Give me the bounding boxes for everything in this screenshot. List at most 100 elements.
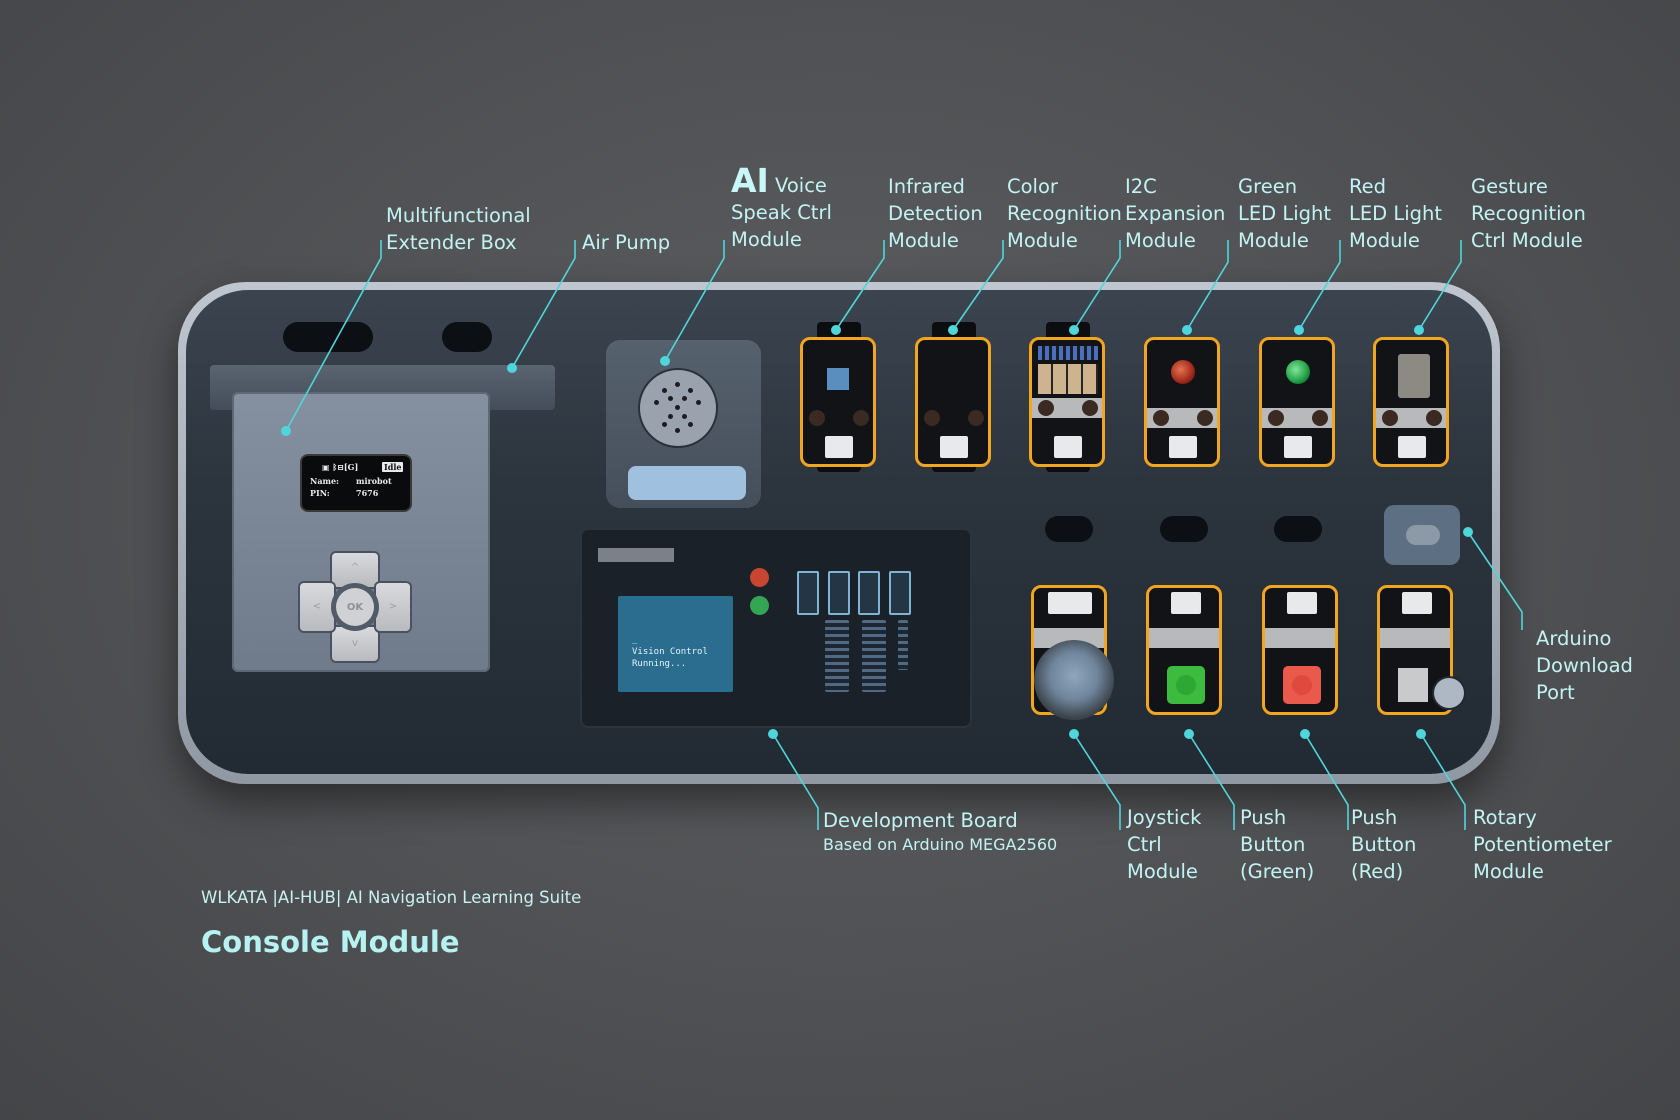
mount-slot bbox=[1160, 516, 1208, 542]
label-line: Multifunctional bbox=[386, 204, 531, 227]
arduino-download-port[interactable] bbox=[1384, 505, 1460, 565]
label-line: Arduino bbox=[1536, 627, 1612, 650]
red-push-button[interactable] bbox=[1283, 666, 1321, 704]
connector bbox=[1402, 592, 1432, 614]
label-line: Port bbox=[1536, 681, 1575, 704]
label-gesture-recognition-ctrl-module: Gesture Recognition Ctrl Module bbox=[1471, 173, 1586, 254]
label-line: (Green) bbox=[1240, 860, 1315, 883]
joystick[interactable] bbox=[1034, 640, 1114, 720]
suite-subtitle: WLKATA |AI-HUB| AI Navigation Learning S… bbox=[201, 888, 582, 907]
label-line: Recognition bbox=[1471, 202, 1586, 225]
color-recognition-module bbox=[915, 337, 991, 467]
ai-emphasis: AI bbox=[731, 161, 769, 200]
label-line: Module bbox=[731, 228, 802, 251]
green-indicator-led bbox=[750, 596, 769, 615]
pin-row bbox=[1038, 346, 1098, 360]
label-line: Potentiometer bbox=[1473, 833, 1612, 856]
red-led-light-module bbox=[1144, 337, 1220, 467]
header-connector bbox=[889, 571, 911, 615]
mount-slot bbox=[1274, 516, 1322, 542]
label-line: Button bbox=[1351, 833, 1417, 856]
label-rotary-potentiometer-module: Rotary Potentiometer Module bbox=[1473, 804, 1612, 885]
label-line: Download bbox=[1536, 654, 1633, 677]
page-title: Console Module bbox=[201, 925, 460, 959]
label-line: Joystick bbox=[1127, 806, 1202, 829]
pin-block bbox=[862, 620, 886, 692]
label-line: Extender Box bbox=[386, 231, 517, 254]
vent-slot bbox=[283, 322, 373, 352]
multifunctional-extender-box bbox=[232, 392, 490, 672]
label-air-pump: Air Pump bbox=[582, 229, 670, 256]
label-line: Module bbox=[1007, 229, 1078, 252]
gesture-recognition-module bbox=[1373, 337, 1449, 467]
label-line: Module bbox=[1127, 860, 1198, 883]
mount-slot bbox=[1045, 516, 1093, 542]
i2c-expansion-module bbox=[1029, 337, 1105, 467]
gesture-sensor-chip bbox=[1398, 354, 1430, 398]
green-led bbox=[1286, 360, 1310, 384]
label-line: Development Board bbox=[823, 809, 1018, 832]
connector bbox=[1287, 592, 1317, 614]
label-line: Button bbox=[1240, 833, 1306, 856]
oled-name-value: mirobot bbox=[356, 476, 392, 486]
label-line: Module bbox=[1473, 860, 1544, 883]
dpad-right-button[interactable]: > bbox=[376, 583, 410, 631]
oled-display: ▣ ᛒ⊟[G] Idle Name: mirobot PIN: 7676 bbox=[302, 456, 410, 510]
label-red-led-light-module: Red LED Light Module bbox=[1349, 173, 1442, 254]
oled-name-label: Name: bbox=[310, 476, 340, 486]
label-line: Detection bbox=[888, 202, 983, 225]
label-line: Gesture bbox=[1471, 175, 1548, 198]
connector-row bbox=[1038, 364, 1098, 394]
green-push-button[interactable] bbox=[1167, 666, 1205, 704]
label-line: Module bbox=[1125, 229, 1196, 252]
label-line: Expansion bbox=[1125, 202, 1226, 225]
label-line: Ctrl bbox=[1127, 833, 1162, 856]
dpad-down-button[interactable]: v bbox=[332, 627, 378, 661]
label-joystick-ctrl-module: Joystick Ctrl Module bbox=[1127, 804, 1201, 885]
dpad[interactable]: ^ v < > OK bbox=[300, 553, 410, 661]
label-line: Module bbox=[1349, 229, 1420, 252]
green-led-light-module bbox=[1259, 337, 1335, 467]
label-color-recognition-module: Color Recognition Module bbox=[1007, 173, 1122, 254]
push-button-red-module bbox=[1262, 585, 1338, 715]
lcd-screen: _ Vision Control Running... bbox=[618, 596, 733, 692]
label-line: Air Pump bbox=[582, 231, 671, 254]
header-connector bbox=[858, 571, 880, 615]
dpad-left-button[interactable]: < bbox=[300, 583, 334, 631]
header-connector bbox=[797, 571, 819, 615]
label-push-button-green: Push Button (Green) bbox=[1240, 804, 1314, 885]
label-line: Module bbox=[888, 229, 959, 252]
label-line: Push bbox=[1240, 806, 1287, 829]
oled-pin-value: 7676 bbox=[356, 488, 379, 498]
speaker-grille-icon bbox=[640, 370, 716, 446]
label-infrared-detection-module: Infrared Detection Module bbox=[888, 173, 983, 254]
label-line: Voice bbox=[775, 174, 827, 197]
connector bbox=[1171, 592, 1201, 614]
label-i2c-expansion-module: I2C Expansion Module bbox=[1125, 173, 1225, 254]
label-line: Module bbox=[1238, 229, 1309, 252]
voice-module-base bbox=[628, 466, 746, 500]
label-ai-voice-speak-ctrl-module: AI Voice Speak Ctrl Module bbox=[731, 164, 832, 253]
label-line: Infrared bbox=[888, 175, 965, 198]
lcd-text: _ Vision Control Running... bbox=[632, 635, 708, 669]
label-line: Speak Ctrl bbox=[731, 201, 832, 224]
label-line: (Red) bbox=[1351, 860, 1404, 883]
dpad-up-button[interactable]: ^ bbox=[332, 553, 378, 587]
label-line: Recognition bbox=[1007, 202, 1122, 225]
oled-status-badge: Idle bbox=[382, 462, 404, 472]
label-subtitle: Based on Arduino MEGA2560 bbox=[823, 835, 1058, 854]
label-multifunctional-extender-box: Multifunctional Extender Box bbox=[386, 202, 531, 256]
rotary-knob[interactable] bbox=[1434, 678, 1464, 708]
ribbon-connector bbox=[598, 548, 674, 562]
label-line: Red bbox=[1349, 175, 1387, 198]
dpad-ok-button[interactable]: OK bbox=[336, 588, 374, 626]
connector bbox=[1048, 592, 1092, 614]
oled-pin-label: PIN: bbox=[310, 488, 330, 498]
infrared-detection-module bbox=[800, 337, 876, 467]
label-push-button-red: Push Button (Red) bbox=[1351, 804, 1416, 885]
label-line: LED Light bbox=[1238, 202, 1332, 225]
label-green-led-light-module: Green LED Light Module bbox=[1238, 173, 1331, 254]
red-indicator-led bbox=[750, 568, 769, 587]
label-line: Push bbox=[1351, 806, 1398, 829]
label-line: Green bbox=[1238, 175, 1298, 198]
